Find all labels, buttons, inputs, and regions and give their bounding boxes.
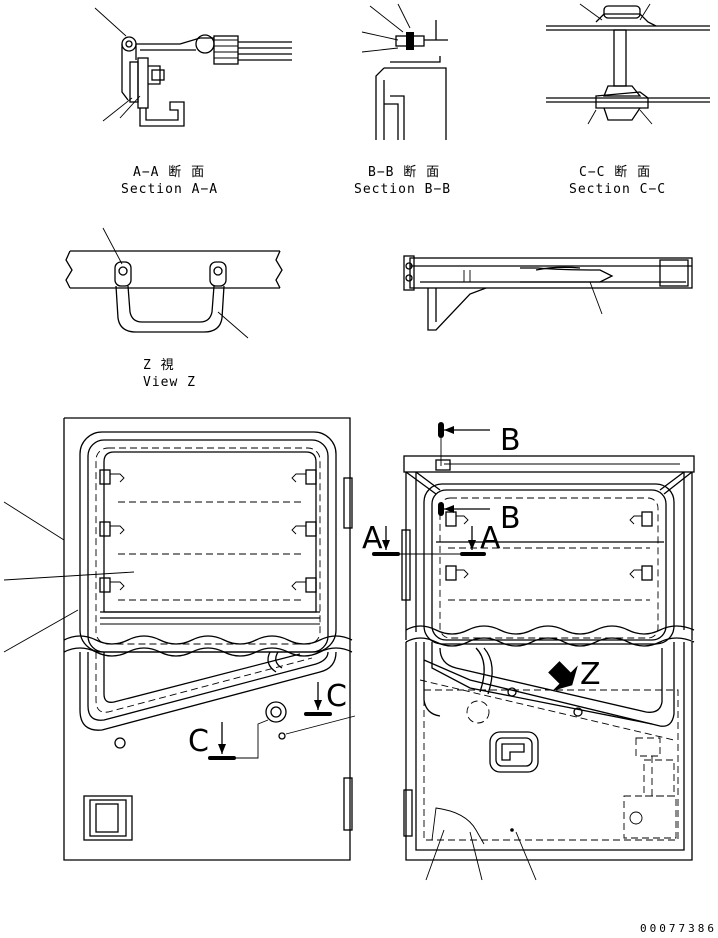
- view-z-en-label: View Z: [143, 375, 196, 390]
- view-z-handle-detail: [65, 227, 283, 339]
- section-cc-en-label: Section C−C: [569, 182, 666, 197]
- marker-c-left: C: [188, 724, 209, 759]
- marker-b-inner: B: [500, 501, 521, 536]
- marker-z: Z: [580, 657, 601, 692]
- drawing-id: 00077386: [640, 922, 717, 935]
- section-bb-jp-label: B−B 断 面: [368, 165, 440, 180]
- marker-c-right: C: [326, 679, 347, 714]
- marker-a-left: A: [362, 521, 383, 556]
- view-z-jp-label: Z 視: [143, 358, 175, 373]
- section-bb-en-label: Section B−B: [354, 182, 451, 197]
- door-top-view-detail: [403, 255, 693, 331]
- section-bb-detail: [361, 3, 448, 140]
- door-front-view: [3, 417, 356, 861]
- section-aa-jp-label: A−A 断 面: [133, 165, 205, 180]
- door-back-view: [372, 422, 695, 881]
- section-cc-detail: [546, 3, 710, 125]
- marker-a-right: A: [480, 521, 501, 556]
- section-aa-detail: [94, 7, 292, 127]
- section-aa-en-label: Section A−A: [121, 182, 218, 197]
- marker-b-top: B: [500, 423, 521, 458]
- section-cc-jp-label: C−C 断 面: [579, 165, 651, 180]
